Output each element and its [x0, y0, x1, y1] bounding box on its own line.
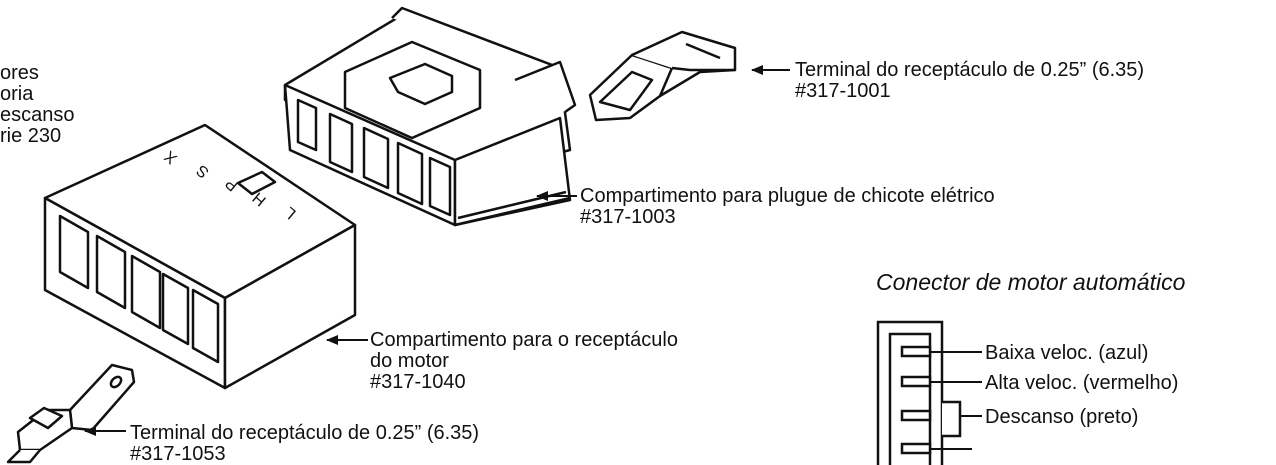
motor-terminal-part-number: #317-1053: [130, 443, 226, 465]
receptacle-housing-label: Compartimento para o receptáculo do moto…: [370, 330, 678, 393]
left-cut-line-3: escanso: [0, 104, 75, 126]
harness-housing-label: Compartimento para plugue de chicote elé…: [580, 186, 995, 228]
auto-connector-title: Conector de motor automático: [876, 269, 1186, 295]
left-cut-line-2: oria: [0, 83, 34, 105]
receptacle-housing-name-1: Compartimento para o receptáculo: [370, 329, 678, 351]
harness-terminal-name: Terminal do receptáculo de 0.25” (6.35): [795, 59, 1145, 81]
harness-terminal-part-number: #317-1001: [795, 80, 891, 102]
auto-connector-leaders: [930, 351, 982, 450]
auto-connector-drawing: [876, 320, 962, 465]
wire-high-speed-label: Alta veloc. (vermelho): [985, 372, 1179, 394]
callout-arrows: [84, 65, 790, 436]
harness-housing-name: Compartimento para plugue de chicote elé…: [580, 185, 995, 207]
harness-terminal-label: Terminal do receptáculo de 0.25” (6.35) …: [795, 60, 1144, 102]
harness-terminal-part: [588, 30, 737, 122]
left-cut-line-4: rie 230: [0, 125, 62, 147]
receptacle-housing-part-number: #317-1040: [370, 371, 466, 393]
harness-housing-part-number: #317-1003: [580, 206, 676, 228]
receptacle-housing-name-2: do motor: [370, 350, 449, 372]
left-cut-label: ores oria escanso rie 230: [0, 63, 75, 147]
wire-low-speed-label: Baixa veloc. (azul): [985, 342, 1149, 364]
harness-plug-housing: [283, 6, 577, 227]
motor-terminal-name: Terminal do receptáculo de 0.25” (6.35): [130, 422, 480, 444]
motor-receptacle-housing: [43, 123, 357, 390]
motor-terminal-part: [6, 363, 136, 464]
wire-rest-label: Descanso (preto): [985, 406, 1139, 428]
left-cut-line-1: ores: [0, 62, 39, 84]
motor-terminal-label: Terminal do receptáculo de 0.25” (6.35) …: [130, 423, 479, 465]
